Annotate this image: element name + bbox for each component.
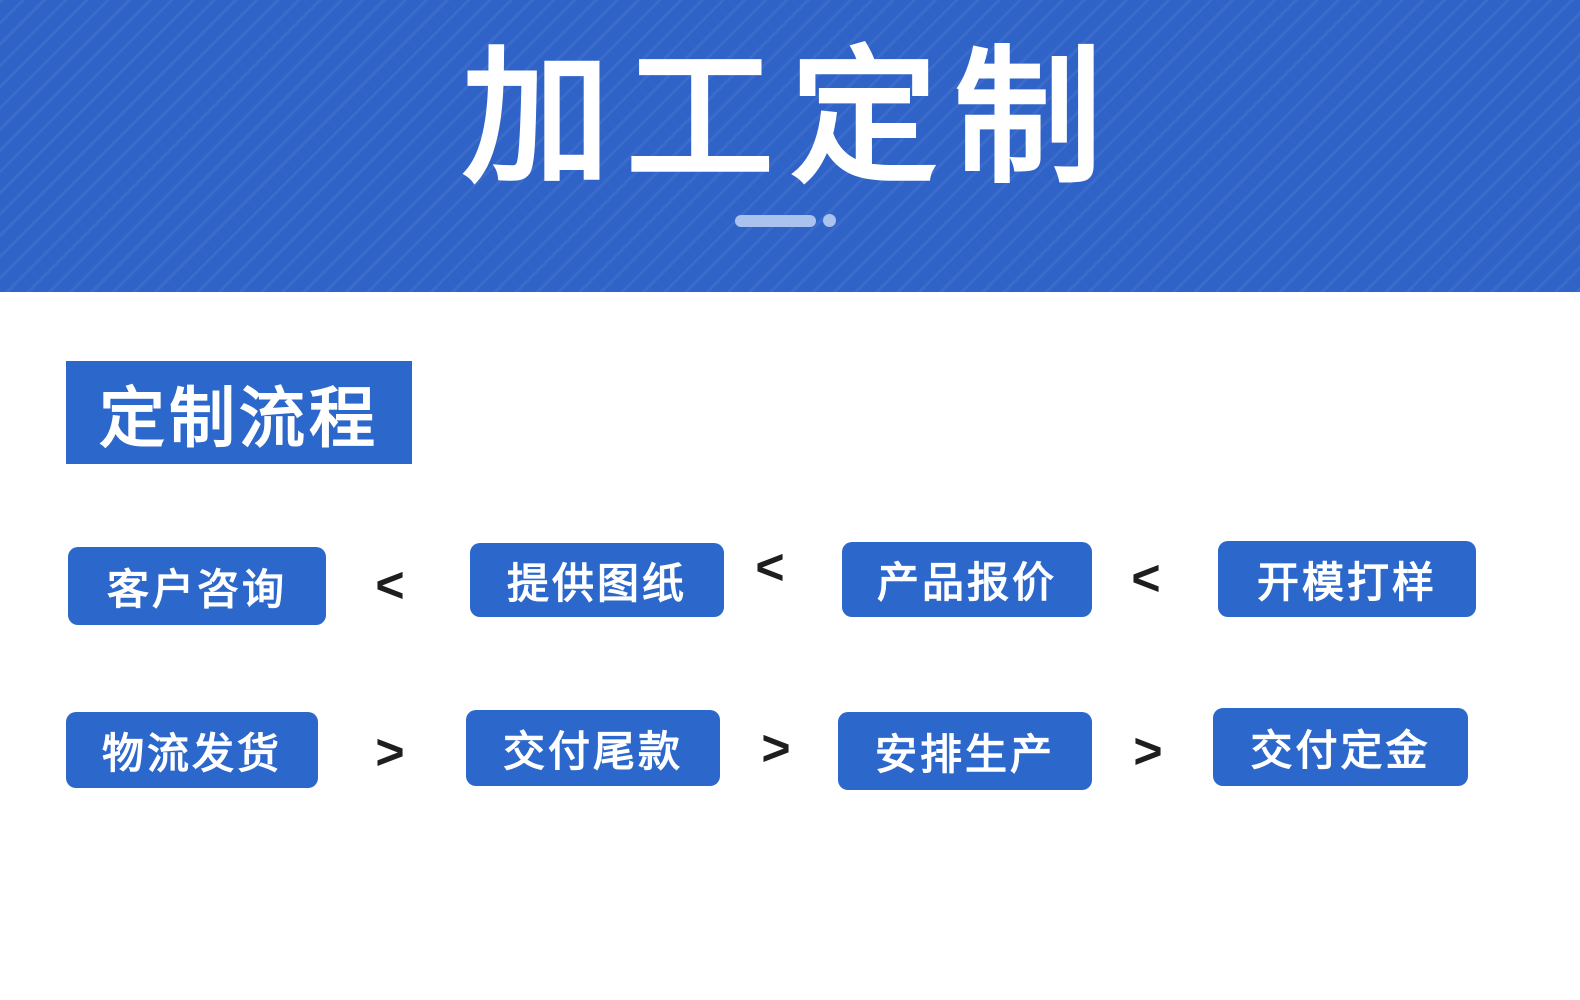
arrow-left-icon: < [1131, 550, 1161, 606]
flow-step-arrange-production: 安排生产 [838, 712, 1092, 790]
flow-step-logistics-shipping: 物流发货 [66, 712, 318, 788]
arrow-right-icon: > [1133, 723, 1163, 779]
flow-step-product-quote: 产品报价 [842, 542, 1092, 617]
banner: 加工定制 [0, 0, 1580, 292]
arrow-left-icon: < [755, 539, 785, 595]
flow-step-provide-drawings: 提供图纸 [470, 543, 724, 617]
flow-step-final-payment: 交付尾款 [466, 710, 720, 786]
flow-step-deposit-payment: 交付定金 [1213, 708, 1468, 786]
page-title: 加工定制 [462, 36, 1118, 201]
title-underline [735, 214, 836, 227]
arrow-right-icon: > [761, 720, 791, 776]
title-underline-bar [735, 214, 816, 227]
flow-step-mold-sampling: 开模打样 [1218, 541, 1476, 617]
title-underline-dot [823, 214, 836, 227]
arrow-left-icon: < [375, 557, 405, 613]
arrow-right-icon: > [375, 724, 405, 780]
flow-step-customer-inquiry: 客户咨询 [68, 547, 326, 625]
section-title: 定制流程 [66, 361, 412, 464]
